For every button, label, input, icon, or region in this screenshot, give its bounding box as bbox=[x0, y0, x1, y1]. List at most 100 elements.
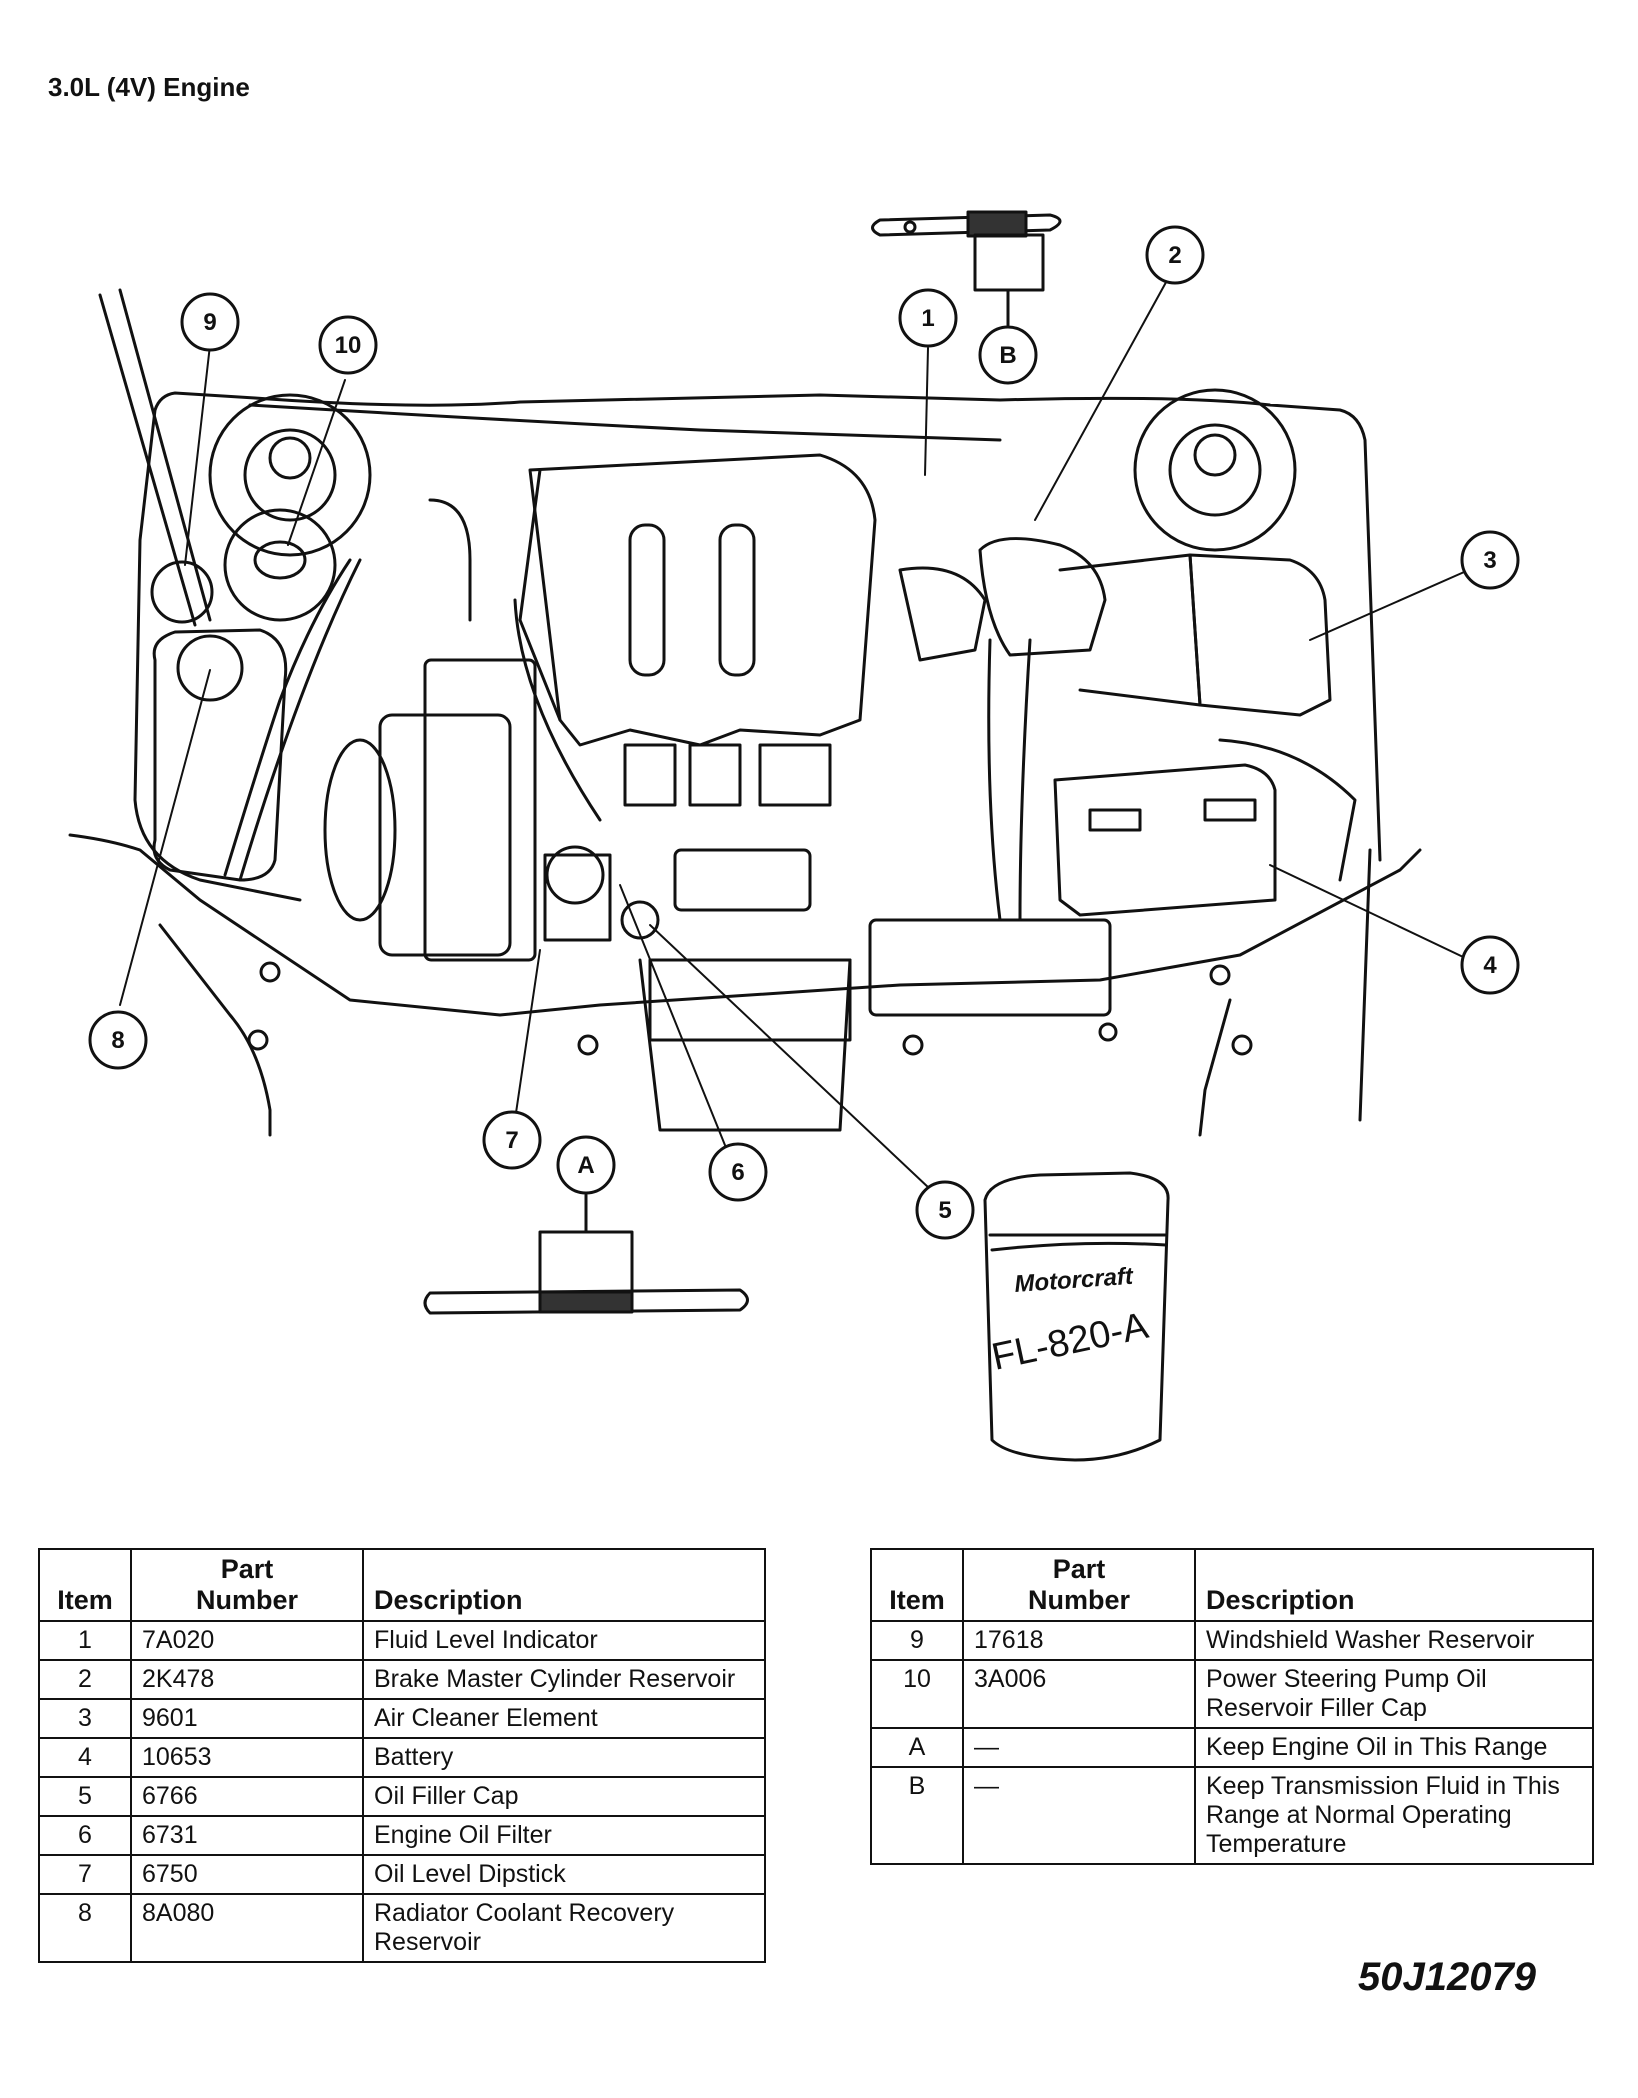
description-cell: Windshield Washer Reservoir bbox=[1194, 1620, 1594, 1661]
svg-text:A: A bbox=[577, 1152, 594, 1179]
filter-brand-label: Motorcraft bbox=[1014, 1263, 1135, 1298]
svg-text:9: 9 bbox=[203, 309, 216, 336]
radiator-support bbox=[868, 918, 1112, 1017]
air-cleaner-box bbox=[1188, 553, 1332, 717]
transmission-dipstick-inset bbox=[871, 210, 1062, 327]
intake-plenum bbox=[528, 453, 877, 747]
left-strut-tower bbox=[208, 393, 372, 557]
power-steering-reservoir bbox=[223, 508, 337, 622]
washer-reservoir-cap bbox=[150, 560, 214, 624]
part-number-cell: 6731 bbox=[130, 1815, 364, 1856]
header-description: Description bbox=[362, 1548, 766, 1622]
item-cell: 10 bbox=[870, 1659, 964, 1729]
item-cell: 7 bbox=[38, 1854, 132, 1895]
part-number-cell: 6766 bbox=[130, 1776, 364, 1817]
header-description: Description bbox=[1194, 1548, 1594, 1622]
svg-text:10: 10 bbox=[335, 332, 362, 359]
part-number-cell: 6750 bbox=[130, 1854, 364, 1895]
description-cell: Radiator Coolant Recovery Reservoir bbox=[362, 1893, 766, 1963]
part-number-cell: 17618 bbox=[962, 1620, 1196, 1661]
description-cell: Power Steering Pump Oil Reservoir Filler… bbox=[1194, 1659, 1594, 1729]
brake-master-cylinder bbox=[978, 537, 1107, 657]
engine-oil-filter-top bbox=[620, 900, 660, 940]
figure-id: 50J12079 bbox=[1358, 1955, 1536, 1999]
item-cell: 3 bbox=[38, 1698, 132, 1739]
part-number-cell: 7A020 bbox=[130, 1620, 364, 1661]
part-number-cell: — bbox=[962, 1727, 1196, 1768]
alternator bbox=[378, 713, 512, 957]
svg-text:8: 8 bbox=[111, 1027, 124, 1054]
filter-model-label: FL-820-A bbox=[988, 1305, 1152, 1379]
item-cell: B bbox=[870, 1766, 964, 1865]
header-item: Item bbox=[870, 1548, 964, 1622]
callout-10: 10 bbox=[318, 315, 378, 375]
oil-filter-can bbox=[983, 1171, 1170, 1462]
description-cell: Keep Engine Oil in This Range bbox=[1194, 1727, 1594, 1768]
svg-text:7: 7 bbox=[505, 1127, 518, 1154]
part-number-cell: 2K478 bbox=[130, 1659, 364, 1700]
header-part-number: Part Number bbox=[962, 1548, 1196, 1622]
description-cell: Oil Level Dipstick bbox=[362, 1854, 766, 1895]
right-strut-tower bbox=[1133, 388, 1297, 552]
description-cell: Fluid Level Indicator bbox=[362, 1620, 766, 1661]
part-number-cell: 9601 bbox=[130, 1698, 364, 1739]
coolant-reservoir bbox=[152, 628, 288, 882]
callout-2: 2 bbox=[1145, 225, 1205, 285]
item-cell: 6 bbox=[38, 1815, 132, 1856]
hood-prop-rod bbox=[98, 293, 197, 627]
header-part-number: Part Number bbox=[130, 1548, 364, 1622]
callout-1: 1 bbox=[898, 288, 958, 348]
svg-text:1: 1 bbox=[921, 305, 934, 332]
callout-5: 5 bbox=[915, 1180, 975, 1240]
description-cell: Engine Oil Filter bbox=[362, 1815, 766, 1856]
engine-compartment-diagram: Motorcraft FL-820-A 1 2 3 4 5 6 7 8 9 10… bbox=[68, 210, 1520, 1462]
svg-text:4: 4 bbox=[1483, 952, 1497, 979]
battery bbox=[1053, 763, 1277, 917]
description-cell: Keep Transmission Fluid in This Range at… bbox=[1194, 1766, 1594, 1865]
item-cell: 4 bbox=[38, 1737, 132, 1778]
body-outline bbox=[153, 391, 1382, 862]
coil-pack bbox=[673, 848, 812, 912]
item-cell: 8 bbox=[38, 1893, 132, 1963]
item-cell: 2 bbox=[38, 1659, 132, 1700]
svg-text:3: 3 bbox=[1483, 547, 1496, 574]
callout-8: 8 bbox=[88, 1010, 148, 1070]
svg-text:B: B bbox=[999, 342, 1016, 369]
page-title: 3.0L (4V) Engine bbox=[48, 72, 250, 102]
callout-A: A bbox=[556, 1135, 616, 1195]
part-number-cell: 10653 bbox=[130, 1737, 364, 1778]
item-cell: 9 bbox=[870, 1620, 964, 1661]
engine-dipstick-inset bbox=[423, 1193, 749, 1315]
oil-filler-cap bbox=[545, 845, 605, 905]
svg-text:2: 2 bbox=[1168, 242, 1181, 269]
header-item: Item bbox=[38, 1548, 132, 1622]
description-cell: Battery bbox=[362, 1737, 766, 1778]
description-cell: Air Cleaner Element bbox=[362, 1698, 766, 1739]
table-header-row: Item Part Number Description bbox=[38, 1548, 766, 1622]
item-cell: A bbox=[870, 1727, 964, 1768]
svg-text:6: 6 bbox=[731, 1159, 744, 1186]
callout-3: 3 bbox=[1460, 530, 1520, 590]
table-row: A—Keep Engine Oil in This Range bbox=[870, 1727, 1594, 1768]
item-cell: 1 bbox=[38, 1620, 132, 1661]
part-number-cell: 8A080 bbox=[130, 1893, 364, 1963]
callout-B: B bbox=[978, 325, 1038, 385]
callout-7: 7 bbox=[482, 1110, 542, 1170]
callout-4: 4 bbox=[1460, 935, 1520, 995]
callout-6: 6 bbox=[708, 1142, 768, 1202]
description-cell: Brake Master Cylinder Reservoir bbox=[362, 1659, 766, 1700]
item-cell: 5 bbox=[38, 1776, 132, 1817]
svg-text:5: 5 bbox=[938, 1197, 951, 1224]
table-row: B—Keep Transmission Fluid in This Range … bbox=[870, 1766, 1594, 1865]
part-number-cell: 3A006 bbox=[962, 1659, 1196, 1729]
